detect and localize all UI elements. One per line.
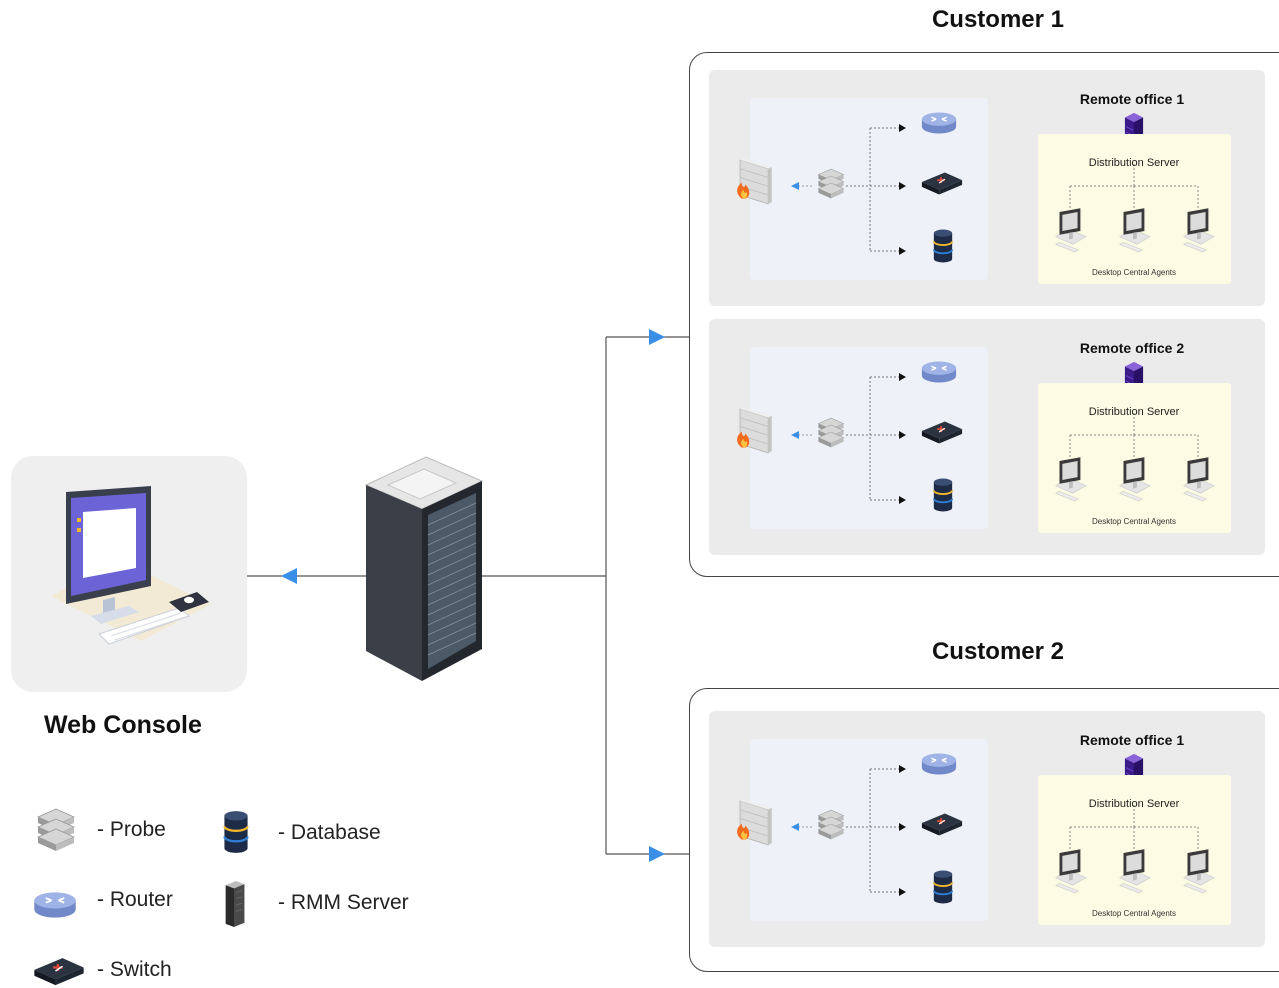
desktop-agent-icon (1050, 457, 1088, 503)
agents-label: Desktop Central Agents (1091, 517, 1177, 526)
legend-probe-label: - Probe (97, 818, 166, 841)
probe-icon (817, 415, 845, 449)
switch-icon (920, 419, 964, 445)
network-panel (750, 347, 988, 529)
router-icon (920, 359, 958, 385)
database-icon (222, 810, 250, 854)
web-console-panel (11, 456, 247, 692)
arrow-to-console (281, 568, 297, 584)
network-panel (750, 98, 988, 280)
distribution-panel (1038, 775, 1231, 925)
router-icon (32, 890, 78, 920)
office-title: Remote office 1 (1079, 91, 1185, 107)
rmm-server-rack-icon (364, 456, 484, 681)
probe-icon (36, 806, 76, 852)
router-icon (920, 110, 958, 136)
distribution-panel (1038, 134, 1231, 284)
legend-switch-label: - Switch (97, 958, 172, 981)
distribution-panel (1038, 383, 1231, 533)
legend-rmm-server-label: - RMM Server (278, 891, 409, 914)
arrow-to-customer-2 (649, 846, 665, 862)
desktop-agent-icon (1178, 457, 1216, 503)
agents-label: Desktop Central Agents (1091, 268, 1177, 277)
desktop-agent-icon (1050, 208, 1088, 254)
firewall-icon (733, 797, 777, 847)
web-console-title: Web Console (44, 711, 202, 739)
switch-icon (32, 955, 86, 987)
desktop-agent-icon (1050, 849, 1088, 895)
desktop-agent-icon (1114, 849, 1152, 895)
database-icon (932, 477, 954, 513)
desktop-agent-icon (1178, 849, 1216, 895)
desktop-agent-icon (1114, 208, 1152, 254)
network-connections (791, 373, 906, 504)
network-connections (791, 765, 906, 896)
legend-database-label: - Database (278, 821, 381, 844)
arrow-to-customer-1 (649, 329, 665, 345)
agent-connections (1069, 805, 1199, 850)
customer-1-remote-office-2: Remote office 2 Distribution Server Desk… (709, 319, 1265, 555)
firewall-icon (733, 405, 777, 455)
network-panel (750, 739, 988, 921)
network-connections (791, 124, 906, 255)
customer-2-title: Customer 2 (931, 638, 1065, 665)
database-icon (932, 228, 954, 264)
legend-router-label: - Router (97, 888, 173, 911)
customer-1-title: Customer 1 (931, 6, 1065, 33)
agents-label: Desktop Central Agents (1091, 909, 1177, 918)
agent-connections (1069, 413, 1199, 458)
probe-icon (817, 807, 845, 841)
database-icon (932, 869, 954, 905)
agent-connections (1069, 164, 1199, 209)
customer-2-remote-office-1: Remote office 1 Distribution Server Desk… (709, 711, 1265, 947)
desktop-agent-icon (1178, 208, 1216, 254)
office-title: Remote office 1 (1079, 732, 1185, 748)
customer-1-remote-office-1: Remote office 1 Distribution Server Desk… (709, 70, 1265, 306)
probe-icon (817, 166, 845, 200)
firewall-icon (733, 156, 777, 206)
distribution-server-label: Distribution Server (1088, 798, 1180, 810)
switch-icon (920, 811, 964, 837)
desktop-computer-icon (51, 486, 211, 645)
rmm-server-icon (220, 880, 248, 928)
desktop-agent-icon (1114, 457, 1152, 503)
router-icon (920, 751, 958, 777)
distribution-server-label: Distribution Server (1088, 157, 1180, 169)
office-title: Remote office 2 (1079, 340, 1185, 356)
distribution-server-label: Distribution Server (1088, 406, 1180, 418)
switch-icon (920, 170, 964, 196)
